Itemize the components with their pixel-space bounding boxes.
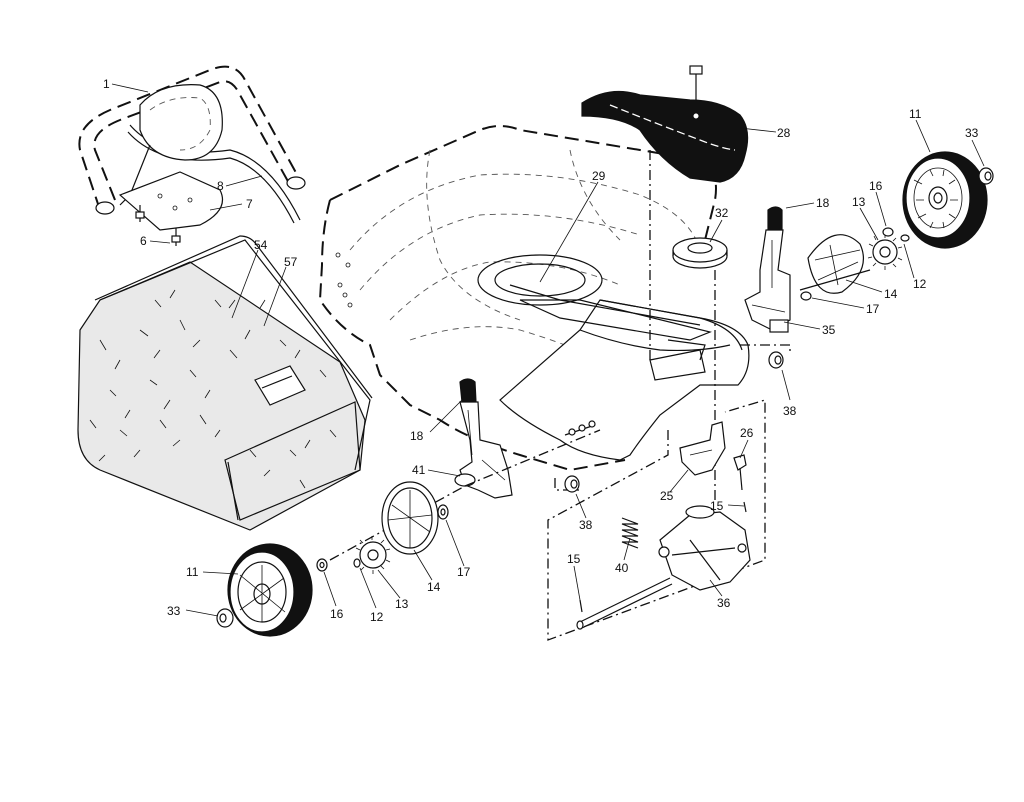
bracket-bolt xyxy=(733,454,747,491)
washer-left-17 xyxy=(437,504,449,520)
alignment-line-3 xyxy=(740,344,791,355)
wheel-front xyxy=(227,543,313,637)
washer-left-12 xyxy=(353,558,361,568)
callout-33-front: 33 xyxy=(167,604,181,618)
axle-line xyxy=(464,429,601,487)
callout-41: 41 xyxy=(412,463,426,477)
key-pin xyxy=(579,501,747,613)
nut-38-left xyxy=(564,475,580,493)
wheel-nut-rear xyxy=(978,167,994,185)
callout-15-right: 15 xyxy=(710,499,724,513)
callout-14-rear: 14 xyxy=(884,287,898,301)
callout-54: 54 xyxy=(254,238,268,252)
hubcap-left xyxy=(381,481,439,555)
transmission xyxy=(658,505,751,591)
bracket xyxy=(118,171,224,231)
drive-spring xyxy=(621,517,639,549)
callout-14-front: 14 xyxy=(427,580,441,594)
callout-35: 35 xyxy=(822,323,836,337)
mower-deck xyxy=(318,125,750,472)
callout-16-front: 16 xyxy=(330,607,344,621)
belt-cover xyxy=(581,65,749,183)
wheel-rear xyxy=(902,151,988,249)
callout-26: 26 xyxy=(740,426,754,440)
callout-18-front: 18 xyxy=(410,429,424,443)
callout-6: 6 xyxy=(140,234,147,248)
callout-28: 28 xyxy=(777,126,791,140)
handle-bolts xyxy=(135,205,181,246)
callout-29: 29 xyxy=(592,169,606,183)
axle-bolts xyxy=(564,420,596,436)
leader-lines xyxy=(111,83,985,617)
callout-13-front: 13 xyxy=(395,597,409,611)
height-adjuster-front xyxy=(454,378,513,499)
callout-15-left: 15 xyxy=(567,552,581,566)
callout-16-rear: 16 xyxy=(869,179,883,193)
gear-left xyxy=(355,536,391,574)
callout-7: 7 xyxy=(246,197,253,211)
gear-right xyxy=(867,234,903,270)
washer-left-16 xyxy=(316,558,328,572)
hubcap-right xyxy=(799,234,871,294)
callout-11-rear: 11 xyxy=(909,107,922,121)
nut-38-right xyxy=(768,351,784,369)
callout-8: 8 xyxy=(217,179,224,193)
callout-12-front: 12 xyxy=(370,610,384,624)
callout-25: 25 xyxy=(660,489,674,503)
callout-13-rear: 13 xyxy=(852,195,866,209)
callout-17-front: 17 xyxy=(457,565,471,579)
callout-17-rear: 17 xyxy=(866,302,880,316)
callout-labels: 1 8 7 6 54 57 29 28 32 11 33 16 13 18 12… xyxy=(103,77,979,624)
callout-38-left: 38 xyxy=(579,518,593,532)
height-adjuster-rear xyxy=(744,206,791,333)
callout-38-right: 38 xyxy=(783,404,797,418)
callout-36: 36 xyxy=(717,596,731,610)
washer-right xyxy=(800,227,910,301)
wheel-nut-front xyxy=(216,608,234,628)
grass-bag xyxy=(77,235,373,531)
transmission-bracket xyxy=(679,421,726,476)
callout-1: 1 xyxy=(103,77,110,91)
axle-line-2 xyxy=(329,485,466,561)
callout-11-front: 11 xyxy=(186,565,199,579)
drive-system-box xyxy=(547,399,766,641)
callout-18-rear: 18 xyxy=(816,196,830,210)
pulley xyxy=(672,237,728,269)
blade-control-cable xyxy=(477,254,712,341)
callout-57: 57 xyxy=(284,255,298,269)
drive-shaft xyxy=(576,577,673,630)
callout-33-rear: 33 xyxy=(965,126,979,140)
callout-32: 32 xyxy=(715,206,729,220)
callout-40: 40 xyxy=(615,561,629,575)
callout-12-rear: 12 xyxy=(913,277,927,291)
